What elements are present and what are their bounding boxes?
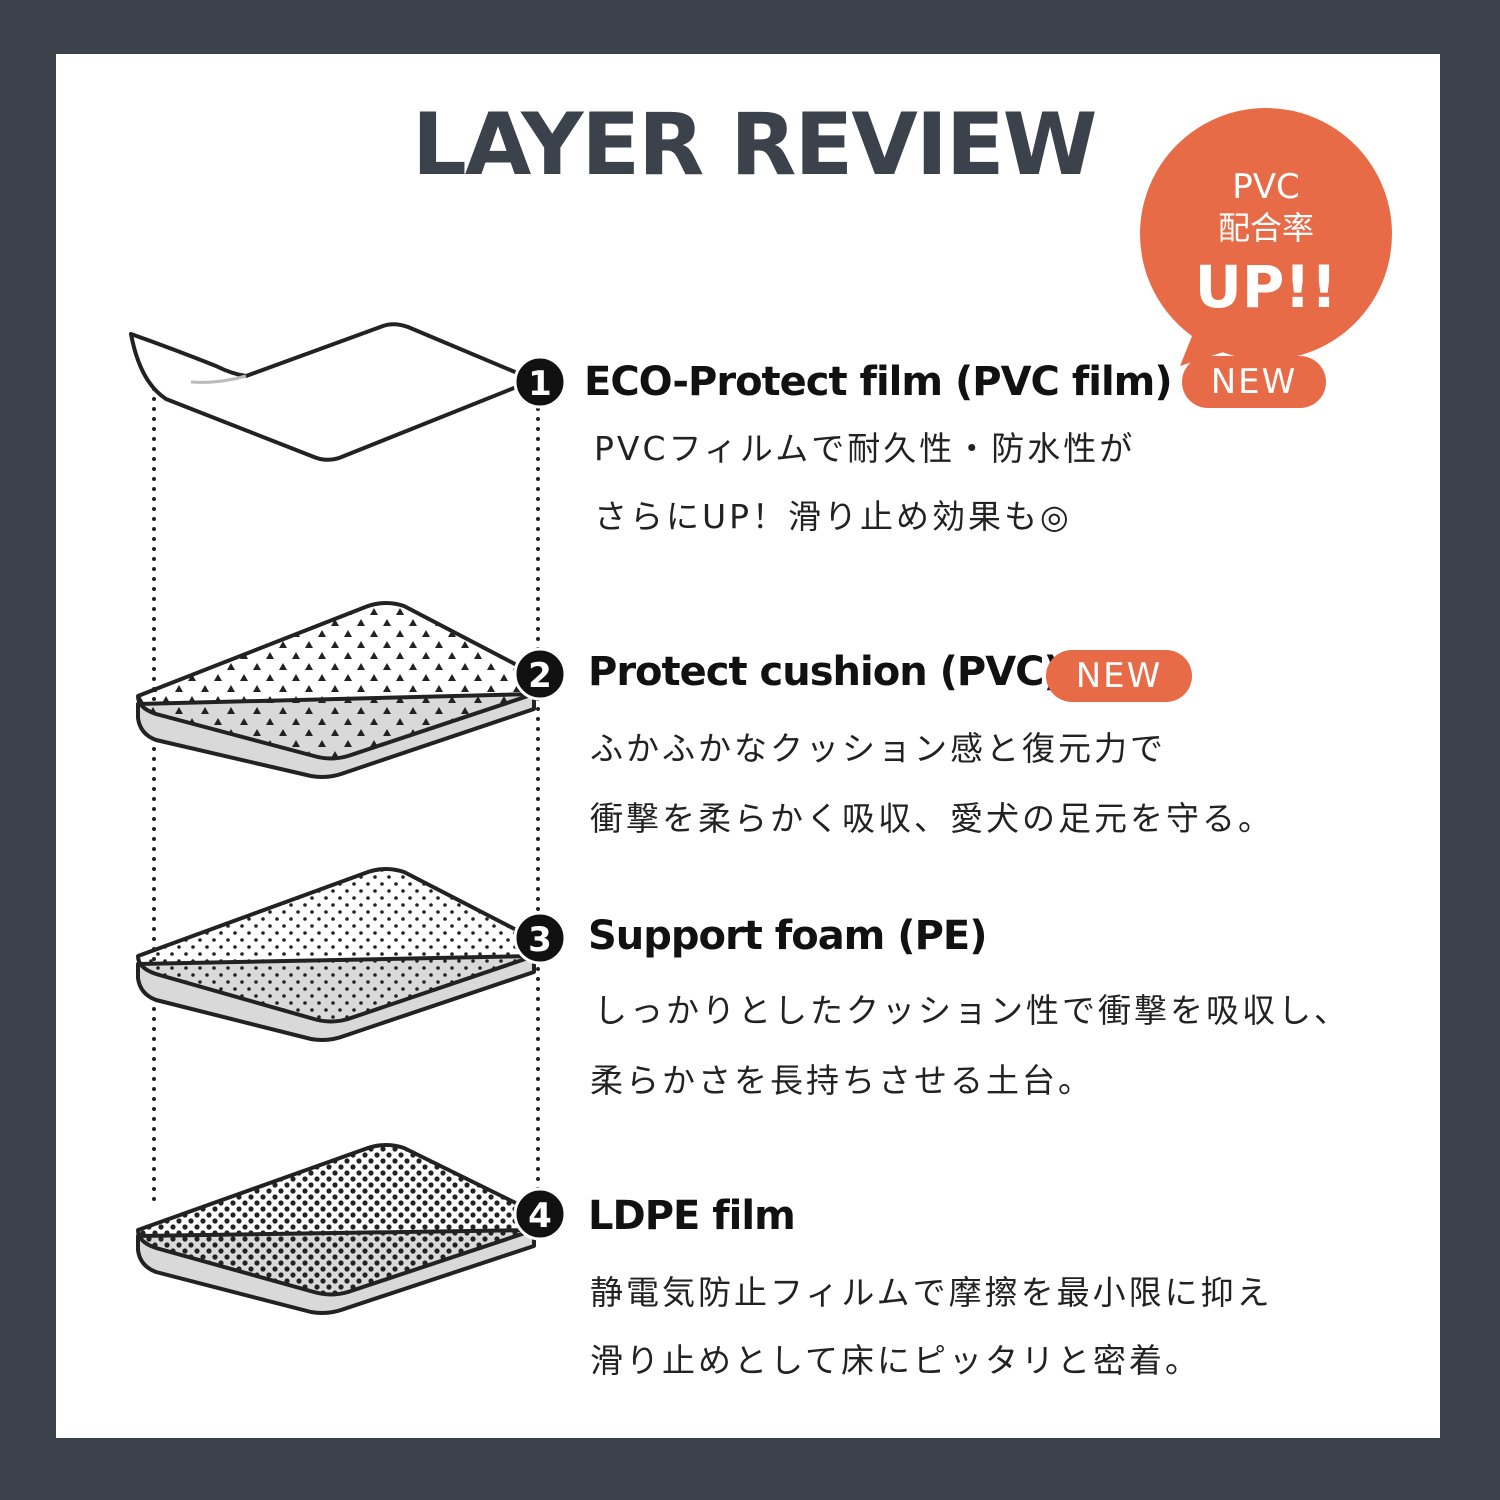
layer-1-desc-line-1: PVCフィルムで耐久性・防水性が (594, 429, 1136, 468)
layer-1-film (129, 322, 536, 462)
layer-2-desc-line-1: ふかふかなクッション感と復元力で (590, 729, 1166, 768)
layer-2-desc-line-2: 衝撃を柔らかく吸収、愛犬の足元を守る。 (590, 799, 1274, 838)
layer-3-heading: Support foam (PE) (588, 913, 987, 959)
new-badge: NEW (1182, 356, 1326, 408)
pvc-up-badge: PVC 配合率 UP!! (1136, 104, 1396, 369)
layer-number: 1 (528, 364, 552, 404)
number-circle-2: 2 (513, 647, 567, 701)
badge-line-3: UP!! (1194, 253, 1338, 321)
layer-3-foam (136, 867, 536, 1042)
layer-illustration: 1 2 3 4 (129, 322, 567, 1315)
speech-bubble-icon (1140, 108, 1392, 366)
badge-line-1: PVC (1232, 167, 1300, 207)
number-circle-4: 4 (513, 1187, 567, 1241)
layer-number: 4 (528, 1196, 552, 1236)
guide-lines (152, 377, 540, 1216)
badge-line-2: 配合率 (1217, 209, 1314, 247)
page-title: LAYER REVIEW (412, 95, 1097, 195)
layer-4-desc-line-1: 静電気防止フィルムで摩擦を最小限に抑え (590, 1273, 1273, 1312)
content-panel: LAYER REVIEW PVC 配合率 UP!! (56, 54, 1440, 1438)
layer-3-desc-line-1: しっかりとしたクッション性で衝撃を吸収し、 (594, 991, 1350, 1030)
number-circle-3: 3 (513, 911, 567, 965)
new-badge: NEW (1046, 650, 1192, 702)
layer-3-desc-line-2: 柔らかさを長持ちさせる土台。 (590, 1061, 1094, 1100)
layer-4-heading: LDPE film (588, 1193, 796, 1239)
layer-number: 2 (528, 656, 552, 696)
layer-number: 3 (528, 920, 552, 960)
layer-2-heading: Protect cushion (PVC) (588, 649, 1062, 695)
layer-4-ldpe (136, 1143, 536, 1315)
layer-1-heading: ECO-Protect film (PVC film) (584, 359, 1173, 405)
layer-4-desc-line-2: 滑り止めとして床にピッタリと密着。 (590, 1341, 1202, 1380)
layer-1-desc-line-2: さらにUP！滑り止め効果も◎ (594, 497, 1072, 536)
number-circle-1: 1 (513, 355, 567, 409)
layer-2-cushion (136, 601, 536, 779)
